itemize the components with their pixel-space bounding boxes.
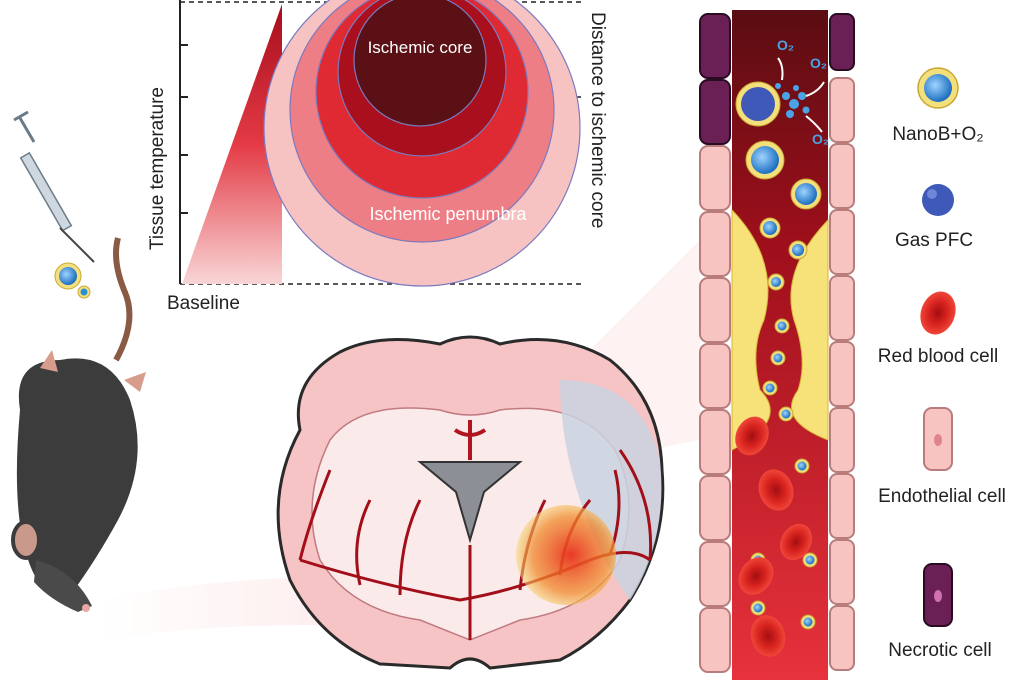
brain-section <box>276 335 665 670</box>
oxygen-label-1: O₂ <box>777 37 794 53</box>
ventricle <box>417 461 523 544</box>
endothelial-cell-icon <box>923 407 953 471</box>
vessel-wall-left <box>699 13 731 673</box>
y-axis-label: Tissue temperature <box>147 87 168 250</box>
ischemic-shade <box>560 380 662 600</box>
endothelial-cell <box>699 343 731 409</box>
vessel-red-blood-cells <box>735 416 813 657</box>
endothelial-cell <box>829 341 855 407</box>
endothelial-cell <box>829 77 855 143</box>
temperature-wedge <box>182 4 282 284</box>
mouse-tail <box>113 237 133 362</box>
ischemic-zones <box>263 0 581 287</box>
mouse-nose <box>82 604 90 612</box>
endothelial-cell <box>699 277 731 343</box>
legend-label-rbc: Red blood cell <box>878 346 998 367</box>
endothelial-cell <box>699 145 731 211</box>
gas-pfc-icon <box>922 184 954 216</box>
necrotic-cell <box>699 79 731 145</box>
endothelial-cell <box>829 209 855 275</box>
mouse-ear <box>11 520 41 560</box>
necrotic-cell <box>829 13 855 71</box>
endothelial-cell <box>829 143 855 209</box>
legend-label-nanobubble: NanoB+O₂ <box>892 124 983 145</box>
endothelial-cell <box>699 211 731 277</box>
oxygen-release <box>775 57 825 133</box>
nanobubble-o2-icon <box>917 67 959 109</box>
zone-penumbra-label: Ischemic penumbra <box>369 204 527 224</box>
legend-icons <box>917 67 959 627</box>
endothelial-cell <box>829 275 855 341</box>
mouse-body <box>16 358 138 597</box>
endothelial-cell <box>699 541 731 607</box>
lesion-area <box>516 505 616 605</box>
endothelial-cell <box>829 605 855 671</box>
endothelial-cell <box>699 607 731 673</box>
vessel-wall-right <box>829 13 855 671</box>
mouse-foot-2 <box>40 350 58 372</box>
syringe-icon <box>13 110 95 263</box>
mouse-foot <box>124 372 146 392</box>
mouse-illustration <box>11 110 146 612</box>
blood-vessel <box>699 10 855 680</box>
endothelial-cell <box>829 473 855 539</box>
red-blood-cell-icon <box>920 291 956 335</box>
necrotic-cell <box>699 13 731 79</box>
endothelial-cell <box>829 539 855 605</box>
zone-core-label: Ischemic core <box>368 38 473 57</box>
necrotic-cell-icon <box>923 563 953 627</box>
legend-label-necrotic: Necrotic cell <box>888 640 991 661</box>
mouse-head <box>34 560 92 612</box>
nanobubble-icon <box>54 262 91 299</box>
plaque-right <box>790 218 829 441</box>
endothelial-cell <box>829 407 855 473</box>
endothelial-cell <box>699 475 731 541</box>
right-axis-label: Distance to ischemic core <box>587 12 608 228</box>
x-axis-label: Baseline <box>167 293 240 314</box>
midline-vessel <box>453 420 487 460</box>
endothelial-cell <box>699 409 731 475</box>
legend-label-endothelial: Endothelial cell <box>878 486 1006 507</box>
zone-core <box>353 0 487 127</box>
oxygen-label-2: O₂ <box>810 55 827 71</box>
legend-label-gas-pfc: Gas PFC <box>895 230 973 251</box>
oxygen-label-3: O₂ <box>812 131 829 147</box>
vessel-nanobubbles <box>735 81 822 630</box>
